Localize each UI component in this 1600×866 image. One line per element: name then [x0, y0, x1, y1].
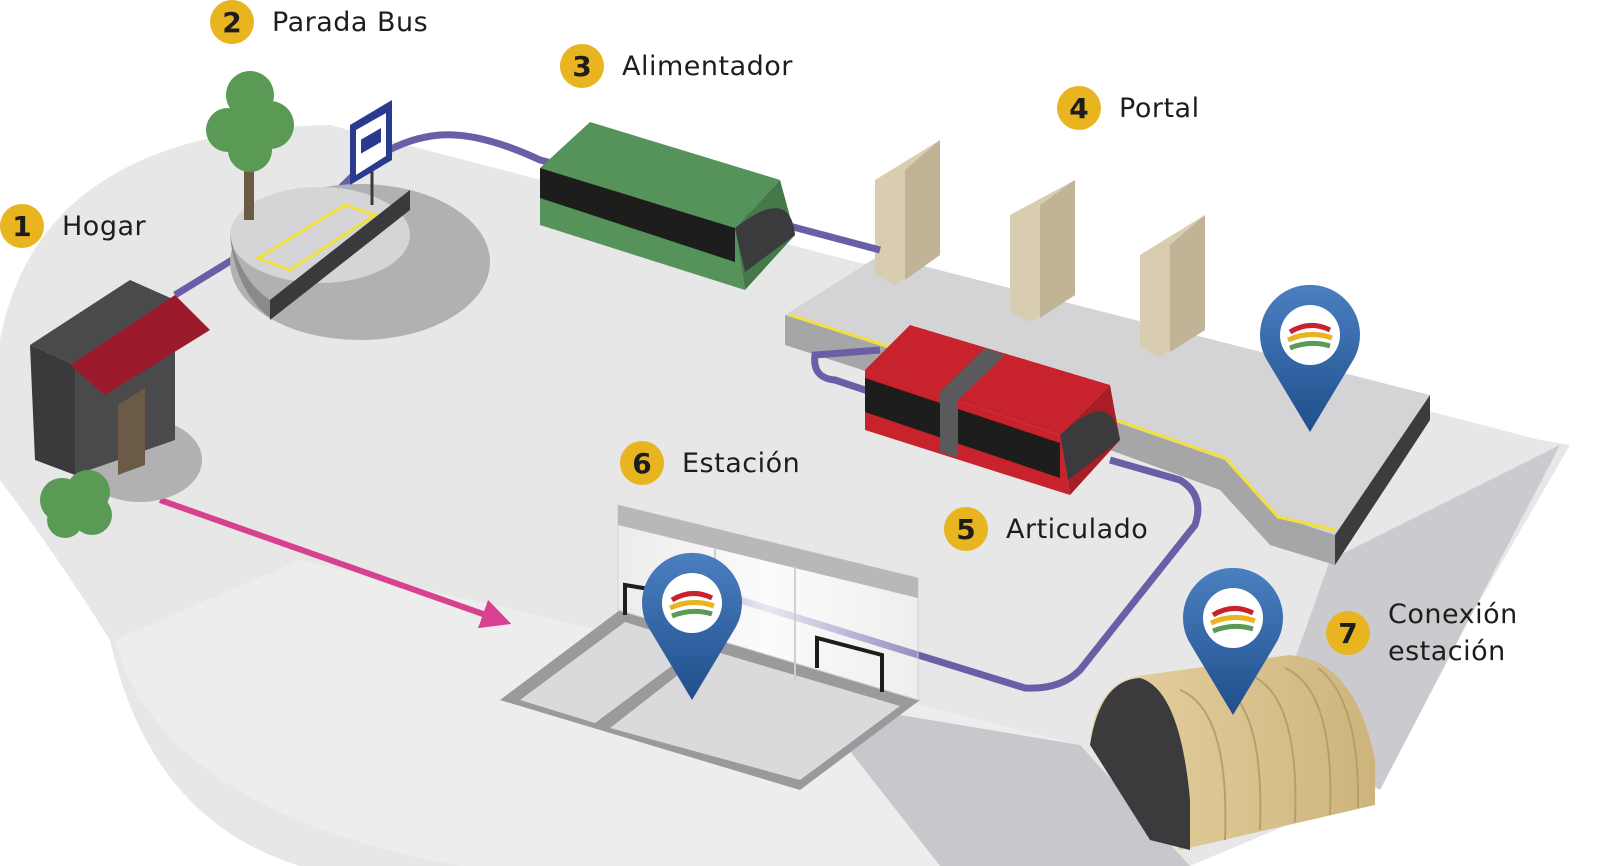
- walk-arrow: [159, 497, 512, 629]
- step-number-badge: 2: [210, 0, 254, 44]
- location-pin-icon: [642, 552, 743, 700]
- step-number-badge: 5: [944, 507, 988, 551]
- step-label: Conexión estación: [1388, 599, 1518, 667]
- feeder-bus-icon: [540, 122, 795, 290]
- location-pin-icon: [1260, 284, 1360, 432]
- step-articulado: 5 Articulado: [944, 507, 1148, 551]
- route-articulated-line: [738, 346, 1202, 692]
- step-label: Hogar: [62, 210, 147, 242]
- road: [810, 700, 1190, 866]
- articulated-bus-icon: [865, 325, 1120, 495]
- step-alimentador: 3 Alimentador: [560, 44, 793, 88]
- step-portal: 4 Portal: [1057, 86, 1200, 130]
- location-pin-icon: [1183, 567, 1283, 715]
- step-estacion: 6 Estación: [620, 441, 800, 485]
- step-number-badge: 3: [560, 44, 604, 88]
- step-conexion-estacion: 7 Conexión estación: [1326, 596, 1518, 670]
- step-label: Portal: [1119, 92, 1200, 124]
- step-label: Parada Bus: [272, 6, 429, 38]
- house-icon: [30, 280, 210, 538]
- bus-stop: [230, 100, 490, 340]
- step-label: Alimentador: [622, 50, 793, 82]
- step-number-badge: 4: [1057, 86, 1101, 130]
- step-parada-bus: 2 Parada Bus: [210, 0, 428, 44]
- step-label: Estación: [682, 447, 801, 479]
- step-hogar: 1 Hogar: [0, 204, 146, 248]
- step-number-badge: 7: [1326, 611, 1370, 655]
- tunnel-icon: [1090, 655, 1375, 850]
- tree-icon: [206, 71, 294, 220]
- step-number-badge: 6: [620, 441, 664, 485]
- step-number-badge: 1: [0, 204, 44, 248]
- step-label: Articulado: [1006, 513, 1149, 545]
